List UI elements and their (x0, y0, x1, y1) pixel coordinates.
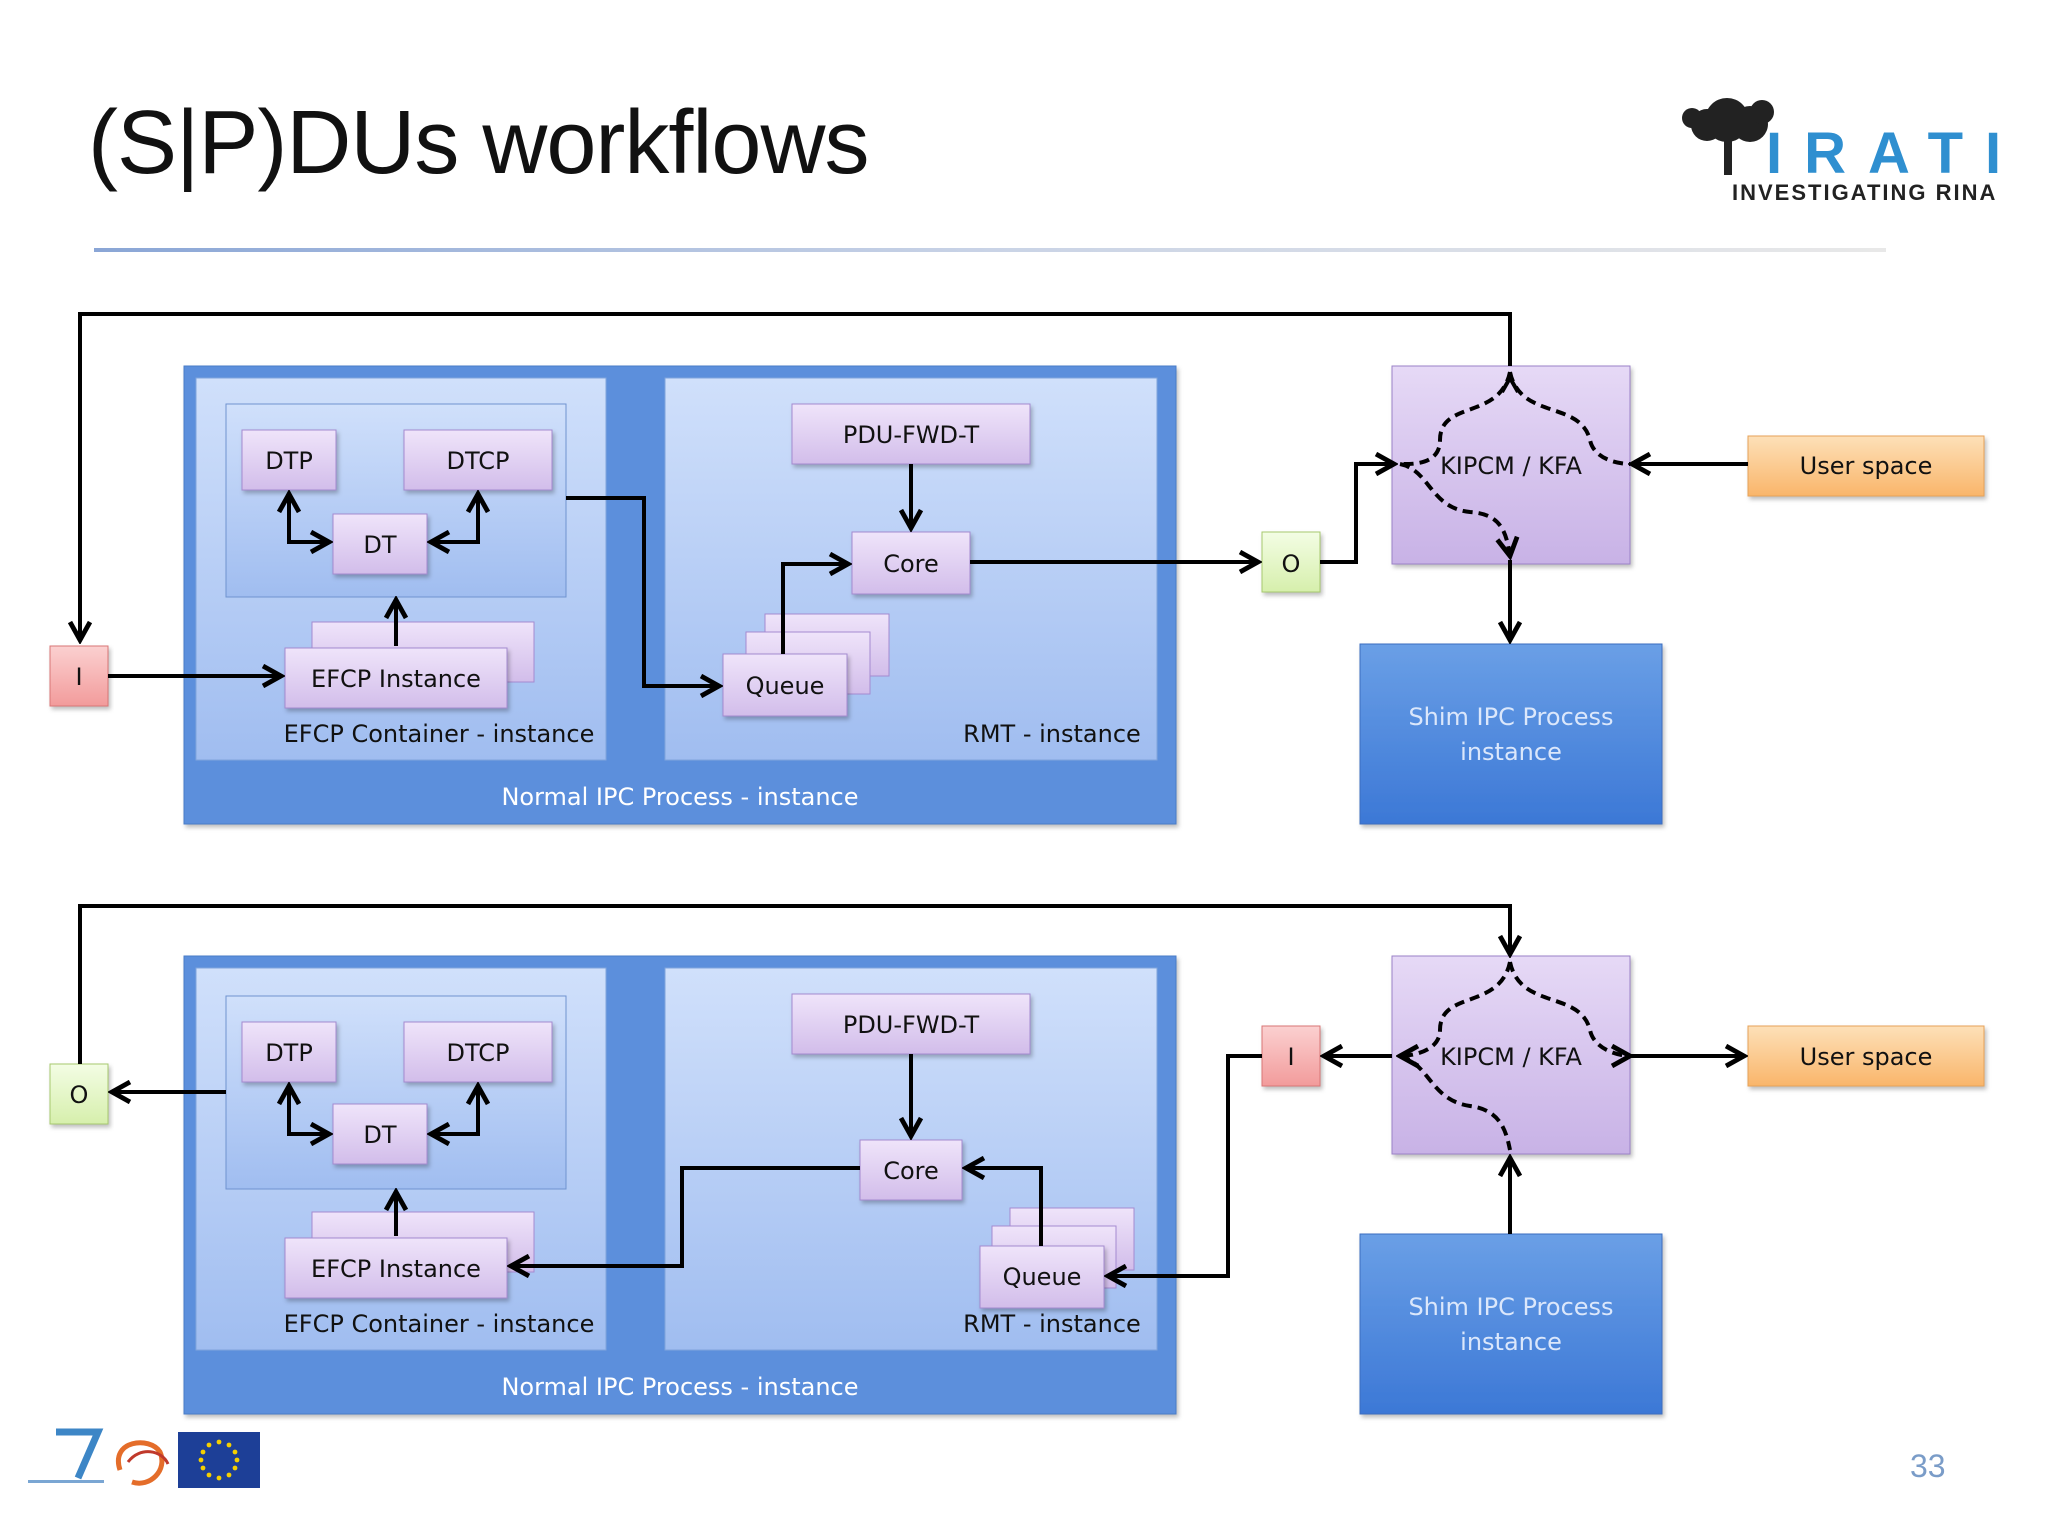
title-divider (94, 248, 1886, 252)
logo-word: IRATI (1766, 121, 2024, 186)
efcp-instance-label: EFCP Instance (311, 665, 481, 693)
shim-ipc-box (1359, 643, 1663, 825)
efcp-container-label: EFCP Container - instance (284, 720, 595, 748)
dt-label: DT (363, 1121, 396, 1149)
output-port-label: O (70, 1081, 89, 1109)
dt-box (332, 513, 428, 575)
irati-logo: IRATI INVESTIGATING RINA (1672, 90, 2022, 210)
kipcm-box (1391, 955, 1631, 1155)
normal-ipc-label: Normal IPC Process - instance (501, 1373, 858, 1401)
dtcp-label: DTCP (447, 1039, 510, 1067)
pdu-fwd-t-box (791, 403, 1031, 465)
pdu-fwd-t-label: PDU-FWD-T (843, 1011, 980, 1039)
output-port-label: O (1282, 550, 1301, 578)
rmt-label: RMT - instance (963, 720, 1141, 748)
core-label: Core (883, 550, 939, 578)
normal-ipc-label: Normal IPC Process - instance (501, 783, 858, 811)
shim-label-line1: Shim IPC Process (1408, 703, 1613, 731)
kipcm-box (1391, 365, 1631, 565)
diagram-1-arrows (80, 312, 1748, 686)
efcp-instance-label: EFCP Instance (311, 1255, 481, 1283)
efcp-instance-box (284, 647, 508, 709)
dtcp-box (403, 429, 553, 491)
dt-box (332, 1103, 428, 1165)
rmt-label: RMT - instance (963, 1310, 1141, 1338)
kipcm-label: KIPCM / KFA (1440, 452, 1582, 480)
fp7-logo (28, 1428, 104, 1483)
shim-label-line1: Shim IPC Process (1408, 1293, 1613, 1321)
efcp-container-label: EFCP Container - instance (284, 1310, 595, 1338)
input-port-label: I (75, 663, 82, 691)
queue-label: Queue (746, 672, 825, 700)
pdu-fwd-t-label: PDU-FWD-T (843, 421, 980, 449)
dtcp-box (403, 1021, 553, 1083)
dtp-label: DTP (265, 447, 313, 475)
eu-flag-icon (178, 1432, 260, 1488)
pdu-fwd-t-box (791, 993, 1031, 1055)
user-space-label: User space (1800, 452, 1933, 480)
dtp-box (241, 1021, 337, 1083)
diagram-2-kipcm-routes (1400, 961, 1630, 1151)
slide-title: (S|P)DUs workflows (88, 93, 869, 193)
diagram-2: DTP DTCP DT EFCP Instance PDU-FWD-T Core… (49, 904, 1985, 1415)
output-port (1261, 531, 1321, 593)
queue-label: Queue (1003, 1263, 1082, 1291)
shim-label-line2: instance (1460, 1328, 1562, 1356)
queue-box (722, 653, 848, 717)
diagram-2-arrows (78, 904, 1744, 1276)
core-box (851, 531, 971, 595)
shim-ipc-box (1359, 1233, 1663, 1415)
tree-icon (1682, 98, 1774, 175)
dtp-label: DTP (265, 1039, 313, 1067)
footer-logos (28, 1428, 260, 1488)
core-label: Core (883, 1157, 939, 1185)
user-space-box (1747, 1025, 1985, 1087)
queue-box (979, 1245, 1105, 1309)
logo-subtitle: INVESTIGATING RINA (1732, 180, 1998, 205)
input-port-label: I (1287, 1043, 1294, 1071)
input-port (49, 645, 109, 707)
ideas-logo (115, 1440, 170, 1486)
dtp-box (241, 429, 337, 491)
kipcm-label: KIPCM / KFA (1440, 1043, 1582, 1071)
diagram-1-kipcm-routes (1399, 371, 1631, 556)
dtcp-label: DTCP (447, 447, 510, 475)
dt-label: DT (363, 531, 396, 559)
page-number: 33 (1910, 1448, 1946, 1484)
user-space-label: User space (1800, 1043, 1933, 1071)
shim-label-line2: instance (1460, 738, 1562, 766)
diagram-1: DTP DTCP DT EFCP Instance PDU-FWD-T Core… (49, 312, 1985, 825)
